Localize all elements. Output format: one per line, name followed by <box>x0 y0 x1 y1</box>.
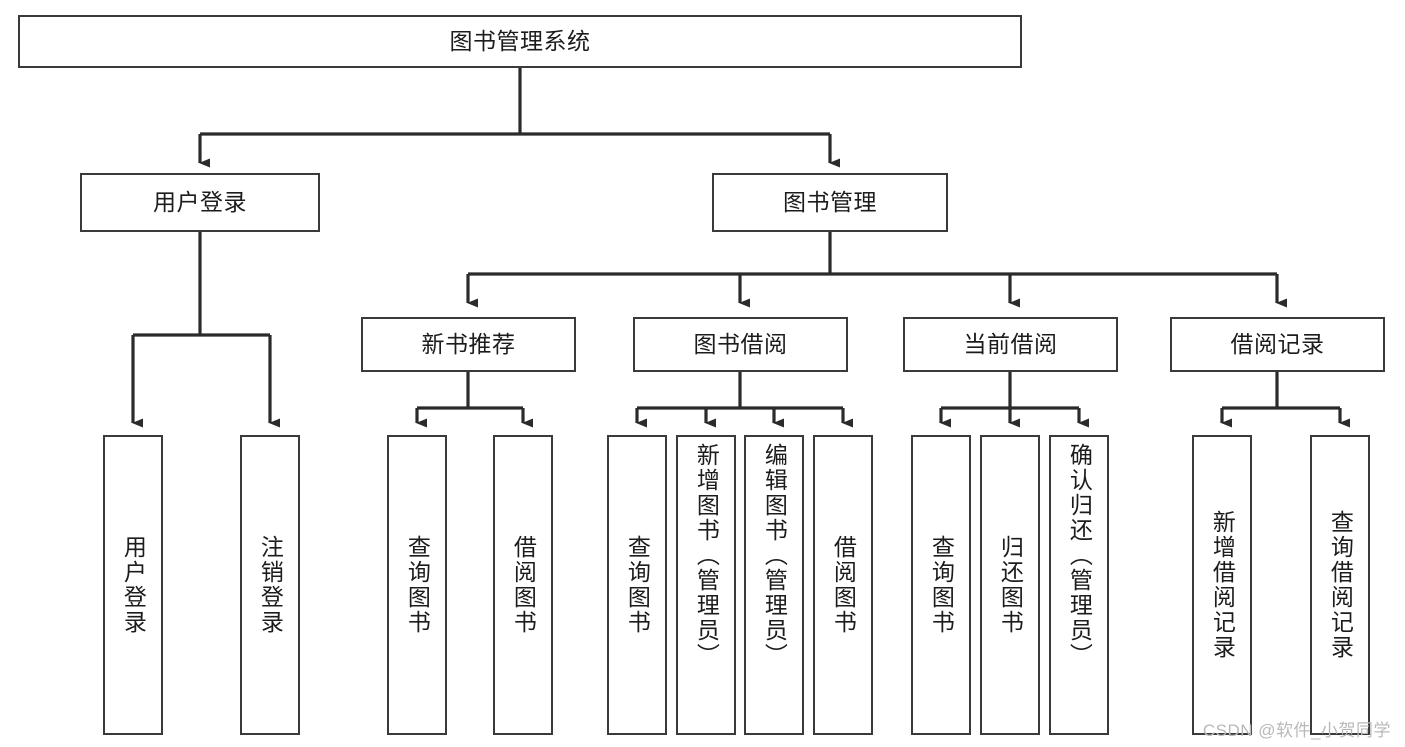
node-new-book-recommend[interactable]: 新书推荐 <box>361 317 576 372</box>
node-label: 新书推荐 <box>421 330 516 357</box>
leaf-label: 新增借阅记录 <box>1209 510 1236 660</box>
node-root-system[interactable]: 图书管理系统 <box>18 15 1022 68</box>
node-label: 用户登录 <box>153 188 247 215</box>
node-label: 图书管理系统 <box>449 27 591 54</box>
leaf-user-login-signin[interactable]: 用户登录 <box>103 435 163 735</box>
leaf-record-query-record[interactable]: 查询借阅记录 <box>1310 435 1370 735</box>
leaf-label: 查询借阅记录 <box>1327 510 1354 660</box>
node-current-borrow[interactable]: 当前借阅 <box>903 317 1118 372</box>
node-label: 图书借阅 <box>693 330 788 357</box>
leaf-label: 查询图书 <box>624 535 651 635</box>
node-borrow-record[interactable]: 借阅记录 <box>1170 317 1385 372</box>
leaf-label: 查询图书 <box>928 535 955 635</box>
watermark-text: CSDN @软件_小贺同学 <box>1202 721 1391 740</box>
leaf-label: 借阅图书 <box>510 535 537 635</box>
leaf-recommend-query-book[interactable]: 查询图书 <box>387 435 447 735</box>
leaf-label: 新增图书（管理员） <box>693 443 720 668</box>
node-book-management[interactable]: 图书管理 <box>712 173 948 232</box>
node-label: 借阅记录 <box>1230 330 1325 357</box>
leaf-current-query-book[interactable]: 查询图书 <box>911 435 971 735</box>
leaf-label: 用户登录 <box>120 535 147 635</box>
leaf-borrow-query-book[interactable]: 查询图书 <box>607 435 667 735</box>
leaf-current-confirm-return-admin[interactable]: 确认归还（管理员） <box>1049 435 1109 735</box>
leaf-label: 归还图书 <box>997 535 1024 635</box>
leaf-label: 注销登录 <box>257 535 284 635</box>
leaf-label: 借阅图书 <box>830 535 857 635</box>
node-label: 当前借阅 <box>963 330 1058 357</box>
node-label: 图书管理 <box>783 188 877 215</box>
leaf-borrow-edit-book-admin[interactable]: 编辑图书（管理员） <box>744 435 804 735</box>
leaf-record-add-record[interactable]: 新增借阅记录 <box>1192 435 1252 735</box>
leaf-label: 查询图书 <box>404 535 431 635</box>
leaf-current-return-book[interactable]: 归还图书 <box>980 435 1040 735</box>
leaf-borrow-borrow-book[interactable]: 借阅图书 <box>813 435 873 735</box>
node-user-login[interactable]: 用户登录 <box>80 173 320 232</box>
leaf-user-login-signout[interactable]: 注销登录 <box>240 435 300 735</box>
leaf-recommend-borrow-book[interactable]: 借阅图书 <box>493 435 553 735</box>
leaf-label: 确认归还（管理员） <box>1066 443 1093 668</box>
leaf-label: 编辑图书（管理员） <box>761 443 788 668</box>
node-book-borrow[interactable]: 图书借阅 <box>633 317 848 372</box>
leaf-borrow-add-book-admin[interactable]: 新增图书（管理员） <box>676 435 736 735</box>
